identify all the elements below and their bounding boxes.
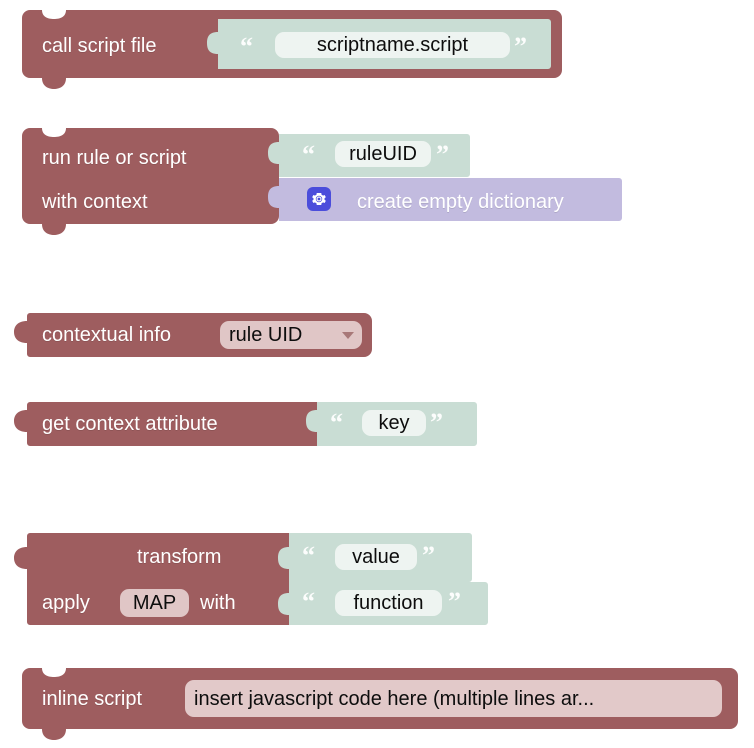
plugged-block-label-create-empty-dictionary: create empty dictionary [357,191,564,213]
block-get-context-attribute-content: get context attribute “ key ” [12,402,477,447]
close-quote-glyph: ” [448,587,461,616]
block-call-script-file[interactable]: call script file “ scriptname.script ” [22,10,562,89]
block-label-get-context-attribute: get context attribute [42,413,218,435]
close-quote-glyph: ” [436,140,449,169]
text-field-value[interactable]: value [335,544,417,570]
close-quote-glyph: ” [430,408,443,437]
text-field-function[interactable]: function [335,590,442,616]
block-call-script-file-content: call script file “ scriptname.script ” [22,10,562,80]
close-quote-glyph: ” [514,32,527,61]
block-run-rule-or-script[interactable]: run rule or script “ ruleUID ” with cont… [22,128,624,235]
block-transform[interactable]: transform “ value ” apply MAP with “ fun… [12,533,492,625]
block-inline-script[interactable]: inline script insert javascript code her… [22,668,738,740]
block-transform-content: transform “ value ” apply MAP with “ fun… [12,533,492,625]
block-label-inline-script: inline script [42,688,143,710]
block-run-rule-or-script-content: run rule or script “ ruleUID ” with cont… [22,128,624,228]
block-inline-script-content: inline script insert javascript code her… [22,668,738,738]
block-get-context-attribute[interactable]: get context attribute “ key ” [12,402,477,447]
block-contextual-info-content: contextual info rule UID [12,313,372,358]
open-quote-glyph: “ [302,140,315,169]
text-field-scriptname[interactable]: scriptname.script [275,32,510,58]
block-label-with-context: with context [42,191,148,213]
close-quote-glyph: ” [422,541,435,570]
gear-icon[interactable] [307,187,331,211]
open-quote-glyph: “ [330,408,343,437]
field-map[interactable]: MAP [120,589,189,617]
gear-icon-glyph [312,193,326,205]
block-label-with: with [200,592,236,614]
block-label-run-rule-or-script: run rule or script [42,147,187,169]
code-field-inline-script[interactable]: insert javascript code here (multiple li… [185,680,722,717]
open-quote-glyph: “ [302,541,315,570]
open-quote-glyph: “ [302,587,315,616]
block-label-contextual-info: contextual info [42,324,171,346]
text-field-key[interactable]: key [362,410,426,436]
open-quote-glyph: “ [240,32,253,61]
text-field-ruleuid[interactable]: ruleUID [335,141,431,167]
dropdown-selected-value: rule UID [229,324,303,346]
block-label-apply: apply [42,592,90,614]
block-label-transform: transform [137,546,222,568]
block-label-call-script-file: call script file [42,35,157,57]
chevron-down-icon [342,332,354,339]
dropdown-rule-uid[interactable]: rule UID [220,321,362,349]
block-contextual-info[interactable]: contextual info rule UID [12,313,372,358]
